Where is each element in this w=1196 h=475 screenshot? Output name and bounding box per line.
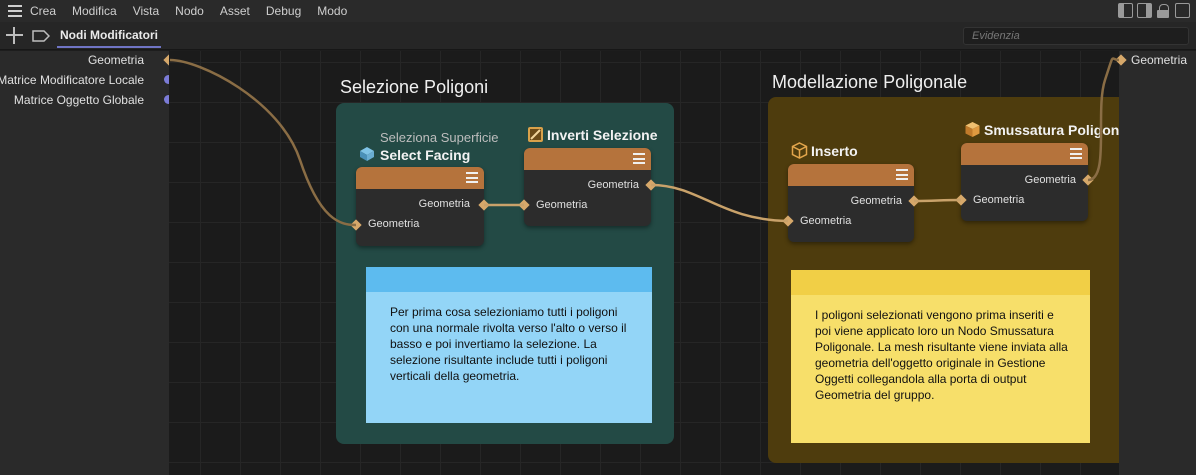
modeling-note-header: [791, 270, 1090, 295]
right-panel-toggle-icon[interactable]: [1137, 3, 1152, 18]
group-title-modellazione: Modellazione Poligonale: [772, 72, 968, 92]
select-facing-menu-icon[interactable]: [466, 172, 478, 183]
highlight-search-input[interactable]: Evidenzia: [963, 27, 1189, 45]
menu-bar: Crea Modifica Vista Nodo Asset Debug Mod…: [0, 0, 1196, 22]
inset-node-icon: [791, 142, 808, 159]
input-port-matrice-locale[interactable]: [164, 75, 173, 84]
invert-selection-menu-icon[interactable]: [633, 153, 645, 164]
invert-selection-in-label: Geometria: [536, 199, 588, 211]
selection-note-text: Per prima cosa selezioniamo tutti i poli…: [390, 305, 627, 383]
left-panel-toggle-icon[interactable]: [1118, 3, 1133, 18]
bevel-menu-icon[interactable]: [1070, 148, 1082, 159]
input-port-geometria-label: Geometria: [87, 53, 144, 67]
bevel-header[interactable]: [961, 143, 1088, 165]
input-port-matrice-globale[interactable]: [164, 95, 173, 104]
group-inputs-panel: Geometria Matrice Modificatore Locale Ma…: [0, 51, 175, 475]
menu-modifica[interactable]: Modifica: [72, 4, 117, 18]
window-controls: [1118, 3, 1190, 18]
maximize-icon[interactable]: [1175, 3, 1190, 18]
inset-title: Inserto: [811, 143, 858, 159]
tab-nodi-modificatori[interactable]: Nodi Modificatori: [57, 28, 161, 48]
invert-selection-header[interactable]: [524, 148, 651, 170]
modeling-note[interactable]: I poligoni selezionati vengono prima ins…: [791, 270, 1090, 443]
menu-vista[interactable]: Vista: [132, 4, 160, 18]
node-bevel[interactable]: Geometria Geometria: [961, 143, 1088, 221]
modeling-note-text: I poligoni selezionati vengono prima ins…: [815, 308, 1068, 402]
input-port-matrice-globale-label: Matrice Oggetto Globale: [13, 93, 144, 107]
invert-selection-node-icon: [528, 127, 543, 142]
add-icon[interactable]: [6, 27, 23, 44]
tag-icon[interactable]: [32, 30, 50, 42]
select-facing-out-label: Geometria: [418, 198, 470, 210]
hamburger-menu-icon[interactable]: [0, 0, 30, 22]
inset-menu-icon[interactable]: [896, 169, 908, 180]
node-inset[interactable]: Geometria Geometria: [788, 164, 914, 242]
bevel-node-icon: [965, 122, 980, 137]
inset-header[interactable]: [788, 164, 914, 186]
selection-note-header: [366, 267, 652, 292]
invert-selection-title: Inverti Selezione: [547, 127, 658, 143]
group-outputs-panel: Geometria: [1115, 51, 1196, 475]
node-select-facing[interactable]: Geometria Geometria: [356, 167, 484, 246]
node-canvas[interactable]: Selezione Poligoni Modellazione Poligona…: [169, 51, 1119, 475]
menu-crea[interactable]: Crea: [30, 4, 57, 18]
menu-nodo[interactable]: Nodo: [175, 4, 204, 18]
menu-modo[interactable]: Modo: [317, 4, 348, 18]
select-facing-node-icon: [360, 147, 374, 161]
group-title-selezione: Selezione Poligoni: [340, 77, 489, 97]
lock-icon[interactable]: [1156, 3, 1171, 18]
select-facing-title: Select Facing: [380, 147, 471, 163]
input-port-matrice-locale-label: Matrice Modificatore Locale: [0, 73, 144, 87]
select-facing-subtitle: Seleziona Superficie: [380, 130, 499, 145]
node-invert-selection[interactable]: Geometria Geometria: [524, 148, 651, 226]
bevel-in-label: Geometria: [973, 194, 1025, 206]
bevel-out-label: Geometria: [1024, 174, 1076, 186]
bevel-title: Smussatura Poligonale: [984, 122, 1119, 138]
editor-toolbar: Nodi Modificatori Evidenzia: [0, 22, 1196, 50]
invert-selection-out-label: Geometria: [587, 179, 639, 191]
select-facing-header[interactable]: [356, 167, 484, 189]
select-facing-in-label: Geometria: [368, 218, 420, 230]
output-port-geometria-label: Geometria: [1131, 53, 1188, 67]
inset-out-label: Geometria: [850, 195, 902, 207]
selection-note[interactable]: Per prima cosa selezioniamo tutti i poli…: [366, 267, 652, 423]
menu-asset[interactable]: Asset: [219, 4, 250, 18]
menu-debug[interactable]: Debug: [265, 4, 302, 18]
inset-in-label: Geometria: [800, 215, 852, 227]
